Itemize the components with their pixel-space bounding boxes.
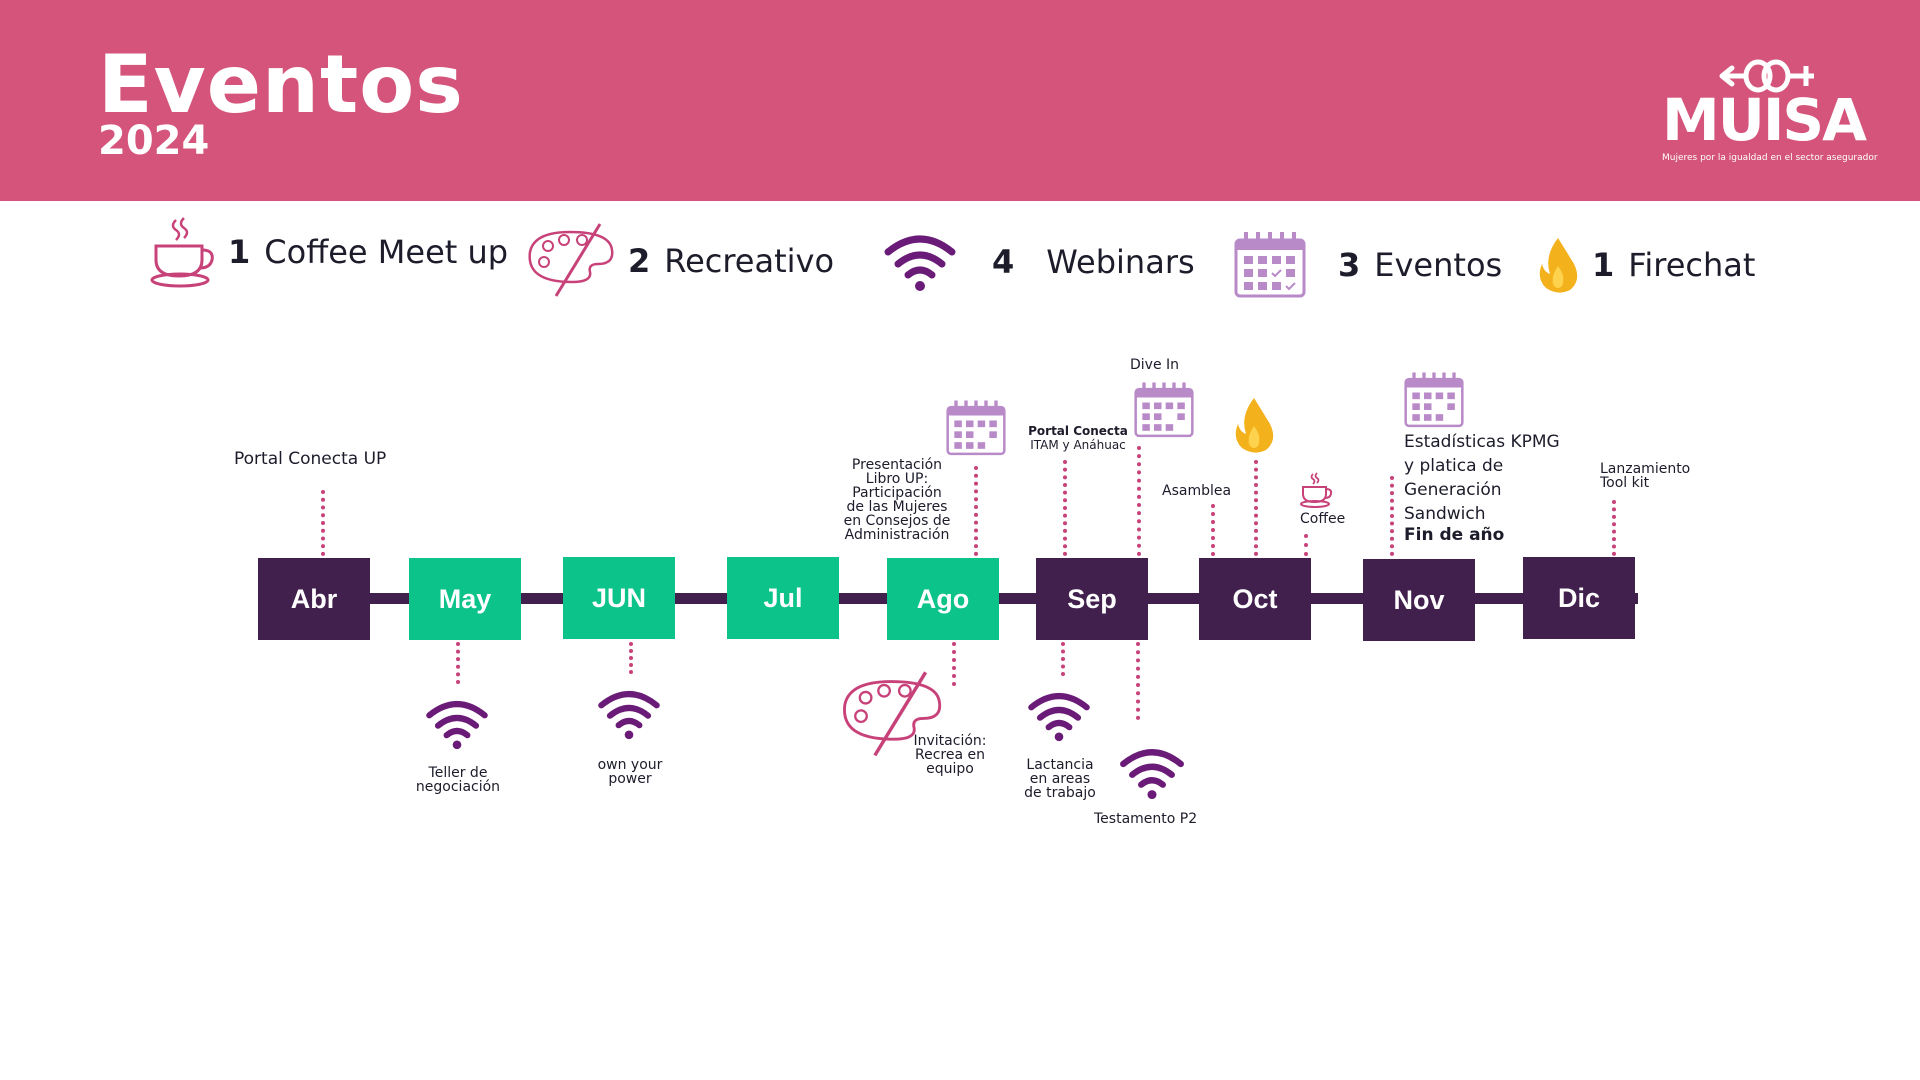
connector-oct-coffee — [1304, 534, 1308, 556]
month-jul: Jul — [727, 557, 839, 639]
event-sep-sub: ITAM y Anáhuac — [1030, 438, 1126, 452]
wifi-icon — [426, 701, 488, 750]
event-nov-line: y platica de — [1404, 456, 1504, 476]
legend-recreativo: 2 Recreativo — [522, 222, 834, 300]
month-oct: Oct — [1199, 558, 1311, 640]
legend-count: 4 — [992, 243, 1015, 281]
legend-label: Eventos — [1374, 246, 1503, 284]
wifi-icon — [598, 691, 660, 740]
connector-abr — [321, 490, 325, 556]
event-sep-testamento-label: Testamento P2 — [1094, 811, 1198, 827]
connector-sep-testamento — [1136, 642, 1140, 720]
wifi-icon — [1120, 749, 1184, 800]
logo-wordmark: MUISA — [1662, 86, 1867, 154]
month-may: May — [409, 558, 521, 640]
connector-ago-bottom — [952, 642, 956, 686]
month-ago: Ago — [887, 558, 999, 640]
legend-count: 1 — [1592, 246, 1615, 284]
legend-count: 2 — [628, 242, 651, 280]
connector-may — [456, 642, 460, 684]
legend-label: Coffee Meet up — [264, 233, 509, 271]
page-title: Eventos — [98, 38, 464, 131]
flame-icon — [1539, 238, 1578, 293]
connector-oct-fire — [1254, 460, 1258, 556]
event-jun-line: power — [608, 771, 652, 787]
event-oct-asamblea-label: Asamblea — [1162, 483, 1232, 499]
event-ago-line: de las Mujeres — [846, 499, 948, 515]
connector-jun — [629, 642, 633, 674]
month-nov: Nov — [1363, 559, 1475, 641]
wifi-icon — [1028, 693, 1090, 742]
event-may-label: Teller de negociación — [396, 766, 520, 794]
connector-sep-dive — [1137, 446, 1141, 556]
event-sep-line: en areas — [1029, 771, 1091, 787]
event-jun-line: own your — [597, 757, 663, 773]
event-sep-top-label: Portal Conecta ITAM y Anáhuac — [1016, 424, 1140, 452]
month-dic: Dic — [1523, 557, 1635, 639]
coffee-cup-icon — [1300, 472, 1333, 508]
legend-eventos: 3 Eventos — [1234, 232, 1502, 298]
muisa-logo: MUISA Mujeres por la igualdad en el sect… — [1658, 58, 1878, 168]
event-ago-line: equipo — [926, 761, 974, 777]
paint-palette-icon — [843, 671, 942, 757]
connector-ago-top — [974, 466, 978, 556]
connector-oct-asamblea — [1211, 504, 1215, 556]
logo-tagline: Mujeres por la igualdad en el sector ase… — [1662, 153, 1878, 163]
month-abr: Abr — [258, 558, 370, 640]
calendar-icon — [1404, 372, 1464, 428]
month-jun: JUN — [563, 557, 675, 639]
event-sep-line: Lactancia — [1026, 757, 1094, 773]
legend-firechat: 1 Firechat — [1536, 236, 1755, 294]
event-oct-coffee-label: Coffee — [1300, 511, 1346, 527]
event-nov-line: Generación — [1404, 480, 1502, 500]
event-abr-label: Portal Conecta UP — [234, 449, 387, 469]
event-dic-label: Lanzamiento Tool kit — [1600, 462, 1690, 490]
event-nov-line: Sandwich — [1404, 504, 1486, 524]
event-may-line: Teller de — [428, 765, 488, 781]
event-sep-bottom-label: Lactancia en areas de trabajo — [1012, 758, 1108, 800]
coffee-cup-icon — [150, 217, 214, 288]
flame-icon — [1235, 398, 1274, 453]
event-nov-line: Estadísticas KPMG — [1404, 432, 1560, 452]
page-year: 2024 — [98, 118, 210, 164]
event-sep-dive-label: Dive In — [1130, 357, 1180, 373]
connector-sep-top — [1063, 460, 1067, 556]
event-sep-line: de trabajo — [1024, 785, 1096, 801]
event-ago-line: Participación — [852, 485, 942, 501]
connector-dic — [1612, 500, 1616, 556]
event-dic-line: Lanzamiento — [1600, 461, 1691, 477]
event-nov-bold: Fin de año — [1404, 525, 1505, 545]
event-ago-bottom-label: Invitación: Recrea en equipo — [898, 734, 1002, 776]
wifi-icon — [884, 235, 956, 291]
event-may-line: negociación — [415, 779, 501, 795]
calendar-icon — [946, 400, 1006, 456]
paint-palette-icon — [528, 223, 614, 297]
legend-label: Firechat — [1628, 246, 1756, 284]
legend-webinars: 4 Webinars — [884, 232, 1195, 292]
event-ago-line: Recrea en — [915, 747, 985, 763]
event-sep-title: Portal Conecta — [1028, 424, 1128, 438]
event-ago-line: Presentación — [851, 457, 943, 473]
legend-label: Recreativo — [664, 242, 835, 280]
event-dic-line: Tool kit — [1600, 475, 1650, 491]
legend-count: 3 — [1338, 246, 1361, 284]
header-banner: Eventos 2024 MUISA Mujeres por la iguald… — [0, 0, 1920, 201]
calendar-icon — [1134, 382, 1194, 438]
event-ago-line: Administración — [844, 527, 950, 543]
event-ago-line: Invitación: — [913, 733, 987, 749]
logo-symbol-icon — [1719, 59, 1814, 93]
month-sep: Sep — [1036, 558, 1148, 640]
connector-nov — [1390, 476, 1394, 556]
legend-label: Webinars — [1046, 243, 1195, 281]
connector-sep-bottom — [1061, 642, 1065, 676]
calendar-icon — [1234, 232, 1306, 298]
event-ago-line: Libro UP: — [865, 471, 929, 487]
legend-count: 1 — [228, 233, 251, 271]
event-nov-label: Estadísticas KPMG y platica de Generació… — [1404, 430, 1584, 544]
legend-coffee: 1 Coffee Meet up — [150, 216, 508, 288]
event-jun-label: own your power — [570, 758, 690, 786]
event-ago-top-label: Presentación Libro UP: Participación de … — [824, 458, 970, 542]
event-ago-line: en Consejos de — [843, 513, 951, 529]
